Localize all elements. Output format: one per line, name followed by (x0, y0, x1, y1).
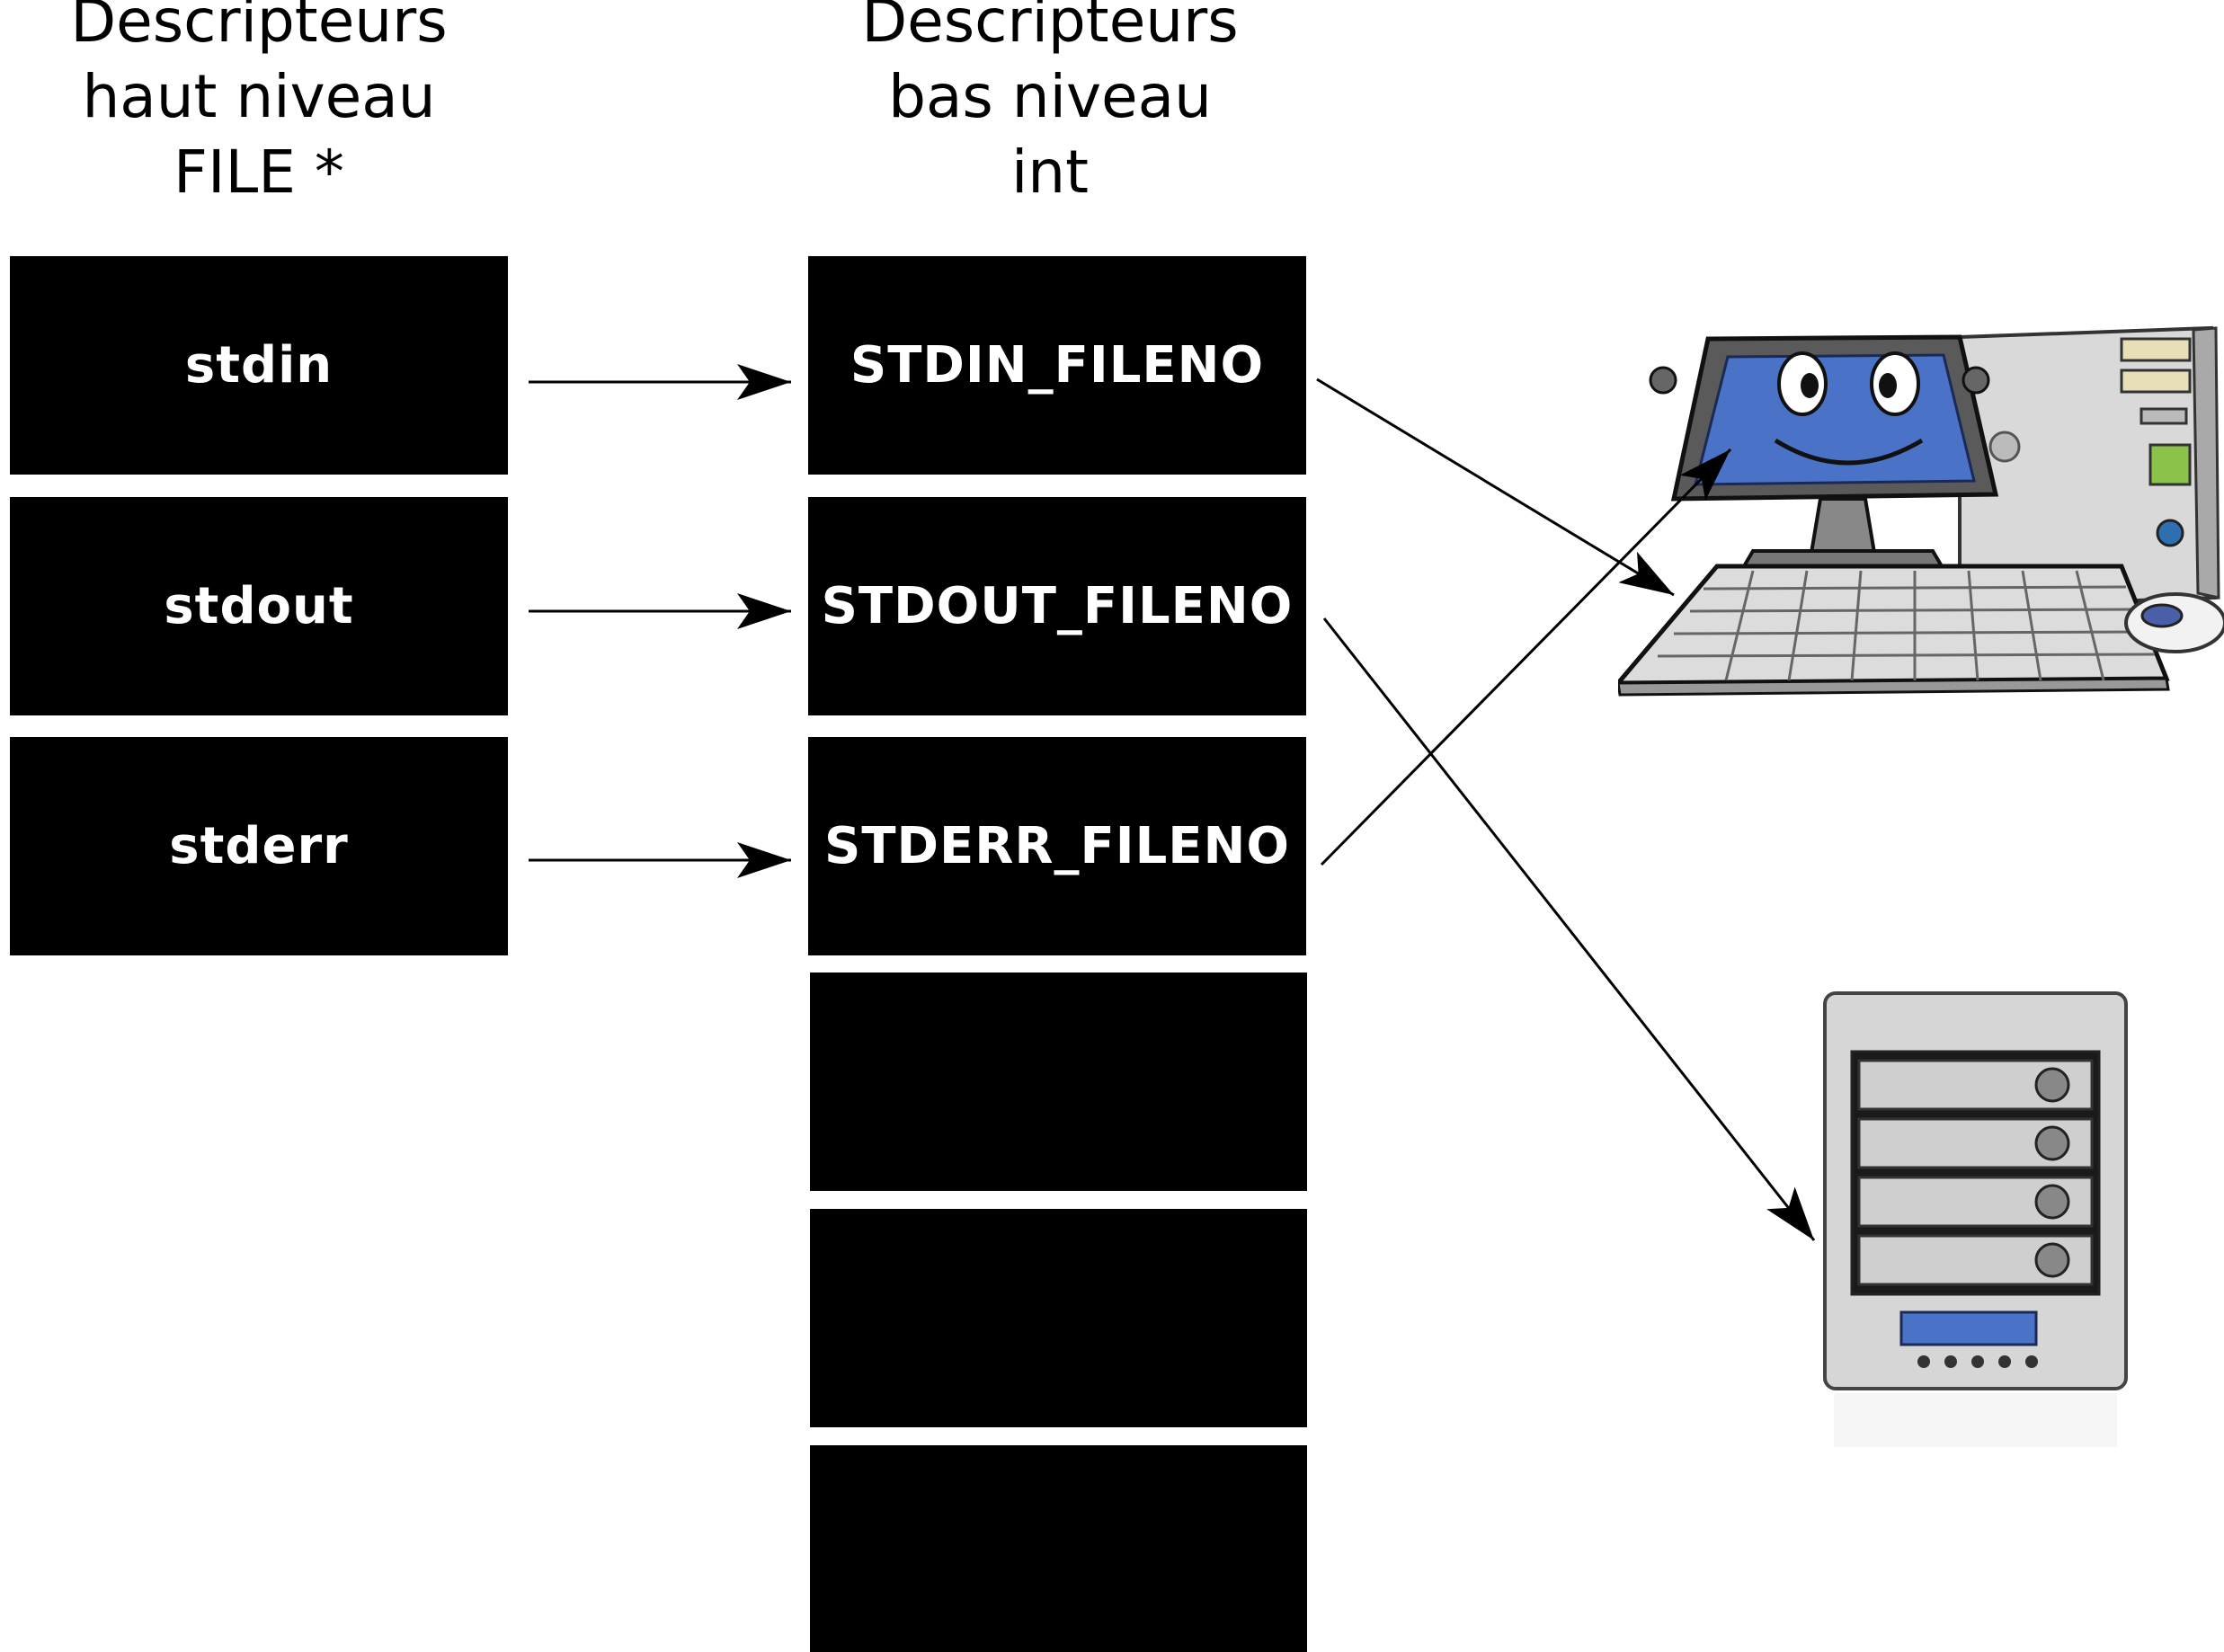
heading-line: int (1010, 138, 1090, 207)
descriptor-stdin: stdin (10, 256, 508, 475)
heading-line: Descripteurs (70, 0, 448, 56)
descriptor-stdout: stdout (10, 497, 508, 715)
heading-line: haut niveau (82, 62, 436, 131)
descriptor-label: stdout (164, 577, 354, 635)
descriptor-slot-empty (810, 1445, 1307, 1652)
descriptor-label: STDERR_FILENO (823, 817, 1290, 875)
descriptor-label: STDOUT_FILENO (821, 577, 1294, 635)
descriptor-stdin-fileno: STDIN_FILENO (808, 256, 1306, 475)
descriptor-slot-empty (810, 973, 1307, 1191)
descriptor-stderr: stderr (10, 737, 508, 955)
descriptor-label: STDIN_FILENO (850, 336, 1265, 395)
descriptor-stdout-fileno: STDOUT_FILENO (808, 497, 1306, 715)
heading-line: Descripteurs (861, 0, 1239, 56)
heading-low-level: Descripteurs bas niveau int (762, 0, 1338, 210)
computer-icon (1618, 325, 2224, 697)
descriptor-stderr-fileno: STDERR_FILENO (808, 737, 1306, 955)
descriptor-label: stdin (184, 336, 334, 395)
heading-high-level: Descripteurs haut niveau FILE * (0, 0, 547, 210)
heading-line: FILE * (173, 138, 344, 207)
server-icon (1823, 991, 2128, 1447)
descriptor-label: stderr (169, 817, 349, 875)
arrow-stdout-fileno-to-server (1322, 617, 1816, 1241)
heading-line: bas niveau (888, 62, 1212, 131)
descriptor-slot-empty (810, 1209, 1307, 1427)
